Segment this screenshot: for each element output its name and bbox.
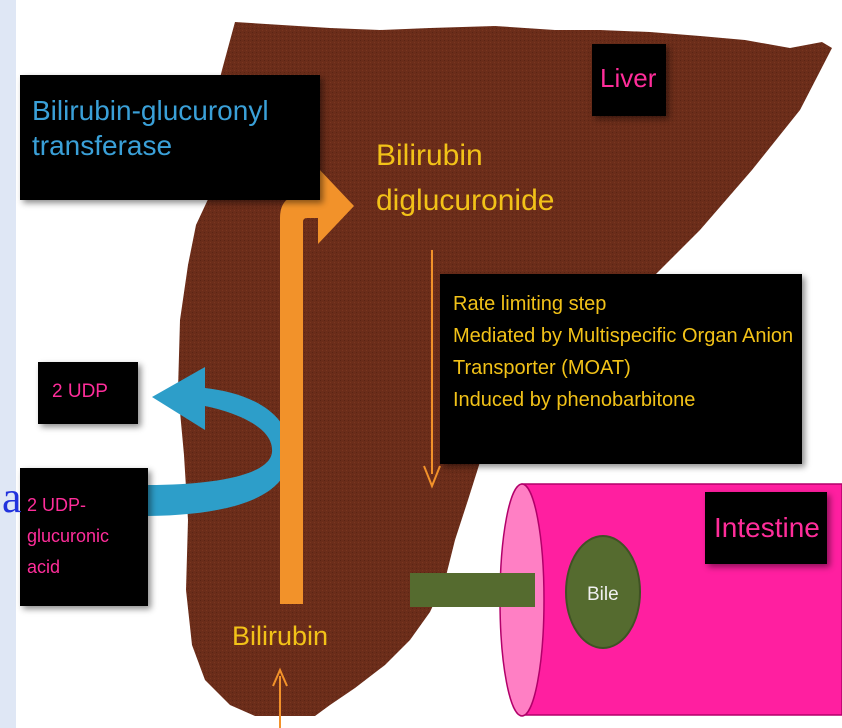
- product-label: Bilirubin diglucuronide: [376, 133, 554, 223]
- bile-duct-connector: [410, 573, 535, 607]
- bile-label: Bile: [587, 583, 619, 607]
- substrate-label: Bilirubin: [232, 620, 328, 654]
- enzyme-label: Bilirubin-glucuronyl transferase: [32, 93, 269, 163]
- intestine-label: Intestine: [714, 510, 820, 545]
- transport-line: Rate limiting step: [453, 288, 798, 320]
- udp-in-label: 2 UDP- glucuronic acid: [27, 490, 109, 583]
- stray-glyph: a: [2, 470, 22, 525]
- udp-out-label: 2 UDP: [52, 380, 108, 404]
- transport-line: Induced by phenobarbitone: [453, 384, 798, 416]
- transport-line: Transporter (MOAT): [453, 352, 798, 384]
- transport-lines: Rate limiting step Mediated by Multispec…: [453, 288, 798, 416]
- transport-line: Mediated by Multispecific Organ Anion: [453, 320, 798, 352]
- left-band: [0, 0, 16, 728]
- liver-label: Liver: [600, 62, 656, 95]
